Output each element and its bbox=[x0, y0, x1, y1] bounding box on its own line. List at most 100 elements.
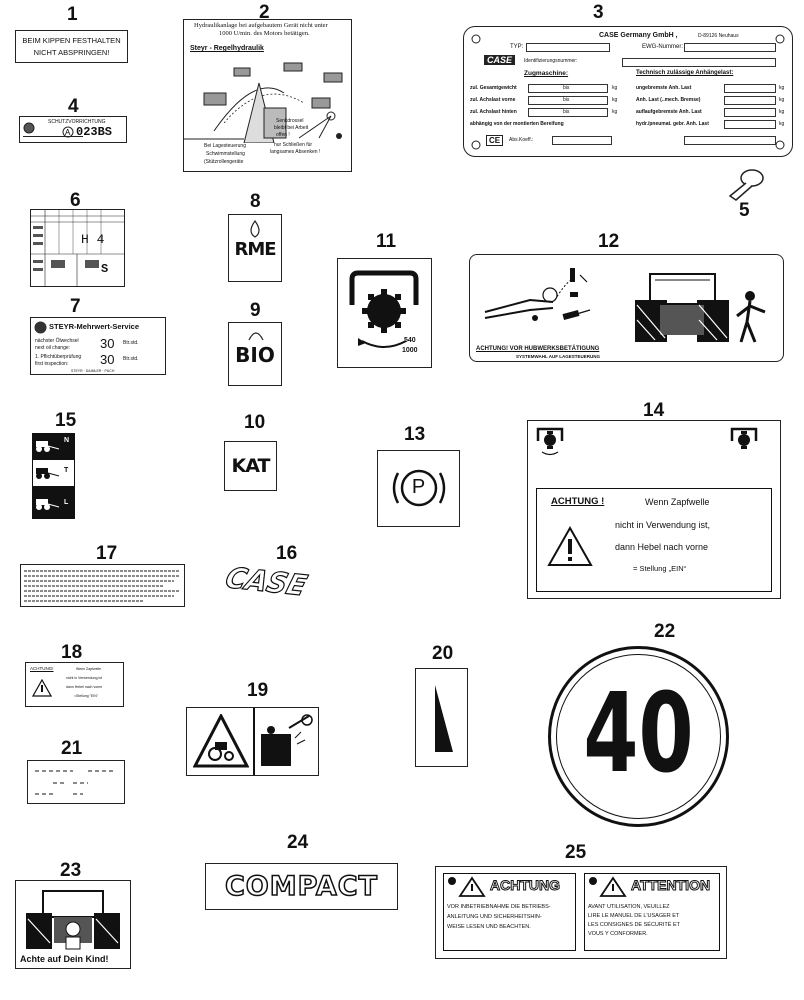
decal-3-row-right-4-field bbox=[724, 120, 776, 129]
decal-11-speed-1: 540 bbox=[404, 337, 416, 344]
decal-12: ACHTUNG! VOR HUBWERKSBETÄTIGUNG SYSTEMWA… bbox=[469, 254, 784, 362]
decal-13-text: P bbox=[411, 476, 426, 498]
ce-mark: CE bbox=[486, 135, 504, 146]
decal-7-row1-value: 30 bbox=[100, 336, 115, 351]
decal-3-company: CASE Germany GmbH , bbox=[599, 32, 678, 39]
callout-20: 20 bbox=[432, 643, 454, 664]
decal-2-caption-right-3: offen ! bbox=[276, 132, 290, 138]
decal-3-kg-r2: kg bbox=[779, 97, 785, 103]
decal-15-range-selector: N T L bbox=[32, 433, 75, 519]
decal-7-row2-en: first inspection: bbox=[35, 361, 69, 367]
hydraulic-lever-illustration bbox=[184, 62, 343, 143]
tractor-plow-icon-t bbox=[36, 468, 60, 479]
decal-20 bbox=[415, 668, 468, 767]
decal-12-caption-2: SYSTEMWAHL AUF LAGESTEUERUNG bbox=[516, 354, 601, 359]
callout-24: 24 bbox=[287, 832, 309, 853]
decal-3-kg-1: kg bbox=[612, 85, 618, 91]
decal-7-row1-de: nächster Ölwechsel bbox=[35, 338, 79, 344]
callout-14: 14 bbox=[643, 400, 665, 421]
pto-shaft-icon bbox=[349, 270, 419, 348]
decal-24-compact: COMPACT bbox=[205, 863, 398, 910]
callout-25: 25 bbox=[565, 842, 587, 863]
decal-2-caption-right-1: Senkdrossel bbox=[276, 118, 304, 124]
callout-15: 15 bbox=[55, 410, 77, 431]
callout-7: 7 bbox=[70, 296, 81, 317]
decal-3-kg-3: kg bbox=[612, 109, 618, 115]
decal-6-big-text: H 4 bbox=[81, 232, 105, 247]
callout-10: 10 bbox=[244, 412, 266, 433]
fuel-drop-icon bbox=[250, 220, 260, 238]
callout-19: 19 bbox=[247, 680, 269, 701]
tractor-plow-icon-l bbox=[36, 499, 60, 510]
decal-5-rivet bbox=[728, 169, 764, 201]
decal-23-child-safety: Achte auf Dein Kind! bbox=[15, 880, 131, 969]
decal-3-row-left-2-field bbox=[528, 96, 608, 105]
decal-25-de-line3: WEISE LESEN UND BEACHTEN. bbox=[447, 924, 531, 930]
decal-15-t: T bbox=[64, 467, 69, 474]
decal-3-abs: Abs.Koeff.: bbox=[509, 137, 534, 143]
decal-3-ewg-field bbox=[684, 43, 776, 52]
decal-2-heading-2: 1000 U/min. des Motors betätigen. bbox=[219, 30, 310, 37]
decal-24-text: COMPACT bbox=[224, 870, 379, 903]
leaf-icon bbox=[248, 332, 264, 341]
decal-7-row2-de: 1. Pflichtüberprüfung bbox=[35, 354, 82, 360]
decal-25-de-line2: ANLEITUNG UND SICHERHEITSHIN- bbox=[447, 914, 542, 920]
callout-17: 17 bbox=[96, 543, 118, 564]
decal-8-rme: RME bbox=[228, 214, 282, 282]
hitch-tractor-illustration bbox=[484, 268, 766, 343]
decal-3-serial-field bbox=[684, 136, 776, 145]
decal-3-kg-r1: kg bbox=[779, 85, 785, 91]
decal-15-n: N bbox=[64, 437, 70, 444]
decal-3-row-right-1-field bbox=[724, 84, 776, 93]
decal-19-divider bbox=[253, 708, 255, 775]
decal-7-service: STEYR-Mehrwert-Service nächster Ölwechse… bbox=[30, 317, 166, 375]
decal-25-de-panel: ACHTUNG VOR INBETRIEBNAHME DIE BETRIEBS-… bbox=[443, 873, 576, 951]
decal-3-row-left-1: zul. Gesamtgewicht bbox=[470, 85, 517, 91]
decal-2-caption-left-3: (Stützrollengeräte bbox=[204, 159, 244, 165]
decal-18-line1: Wenn Zapfwelle bbox=[76, 667, 102, 671]
decal-3-kg-r3: kg bbox=[779, 109, 785, 115]
decal-14-line2: nicht in Verwendung ist, bbox=[615, 520, 711, 530]
decal-2-caption-right-4: nur Schließen für bbox=[274, 142, 313, 148]
decal-3-kg-2: kg bbox=[612, 97, 618, 103]
decal-1-line2: NICHT ABSPRINGEN! bbox=[33, 48, 110, 57]
decal-3-row-left-3: zul. Achslast hinten bbox=[470, 109, 517, 115]
warning-triangle-icon-de bbox=[448, 876, 486, 897]
decal-9-bio: BIO bbox=[228, 322, 282, 386]
decal-6-lower-text: S bbox=[101, 262, 109, 276]
decal-3-row-right-3-field bbox=[724, 108, 776, 117]
decal-2: Hydraulikanlage bei aufgebautem Gerät ni… bbox=[183, 19, 352, 172]
decal-3-address: D-89126 Neuhaus bbox=[698, 33, 739, 39]
decal-4: SCHUTZVORRICHTUNG 023BS A bbox=[19, 116, 127, 143]
tractor-plow-icon-n bbox=[36, 441, 60, 452]
decal-3-row-left-2: zul. Achslast vorne bbox=[470, 97, 516, 103]
tractor-rollover-warning-icon bbox=[193, 714, 249, 768]
decal-22-speed-sign bbox=[548, 646, 729, 827]
callout-13: 13 bbox=[404, 424, 426, 445]
decal-23-caption: Achte auf Dein Kind! bbox=[20, 954, 109, 964]
decal-3-row-right-3: auflaufgebremste Anh. Last bbox=[636, 109, 702, 115]
decal-14: ACHTUNG ! Wenn Zapfwelle nicht in Verwen… bbox=[527, 420, 781, 599]
svg-text:A: A bbox=[65, 128, 71, 137]
decal-9-text: BIO bbox=[235, 343, 275, 367]
decal-7-row2-value: 30 bbox=[100, 352, 115, 367]
decal-4-text: SCHUTZVORRICHTUNG bbox=[48, 119, 106, 125]
decal-3-bis-1: bis bbox=[563, 85, 570, 91]
decal-10-kat: KAT bbox=[224, 441, 277, 491]
seal-icon bbox=[23, 122, 35, 134]
decal-7-row2-unit: Btr.std. bbox=[123, 356, 139, 362]
decal-22-speed-value: 40 bbox=[583, 669, 694, 797]
decal-3-row-right-1: ungebremste Anh. Last bbox=[636, 85, 692, 91]
decal-3-ident: Identifizierungsnummer: bbox=[524, 58, 578, 64]
slope-triangle-icon bbox=[435, 685, 453, 752]
decal-3-bis-2: bis bbox=[563, 97, 570, 103]
callout-1: 1 bbox=[67, 4, 78, 25]
pto-gear-icons bbox=[536, 427, 758, 456]
decal-2-title: Steyr - Regelhydraulik bbox=[190, 45, 264, 52]
decal-17-multilingual bbox=[20, 564, 185, 607]
decal-3-typ: TYP: bbox=[510, 44, 524, 50]
decal-11-pto: 540 1000 bbox=[337, 258, 432, 368]
decal-15-l: L bbox=[64, 499, 69, 506]
callout-3: 3 bbox=[593, 2, 604, 23]
decal-25-bilingual-warning: ACHTUNG VOR INBETRIEBNAHME DIE BETRIEBS-… bbox=[435, 866, 727, 959]
